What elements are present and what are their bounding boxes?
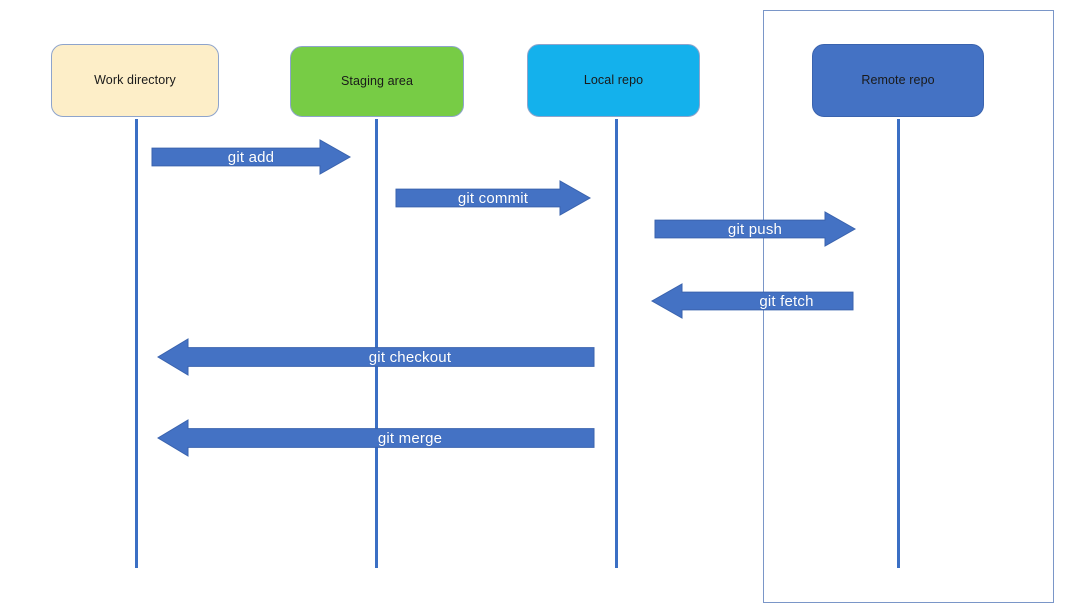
arrow-shape-rtl (157, 419, 595, 457)
node-remote-repo[interactable]: Remote repo (812, 44, 984, 117)
arrow-git-checkout[interactable]: git checkout (157, 338, 595, 376)
arrow-git-commit[interactable]: git commit (395, 180, 592, 216)
node-label: Remote repo (861, 73, 935, 87)
arrow-git-fetch[interactable]: git fetch (650, 283, 854, 319)
arrow-shape-rtl (650, 283, 854, 319)
arrow-git-merge[interactable]: git merge (157, 419, 595, 457)
lifeline-remote-repo (897, 119, 900, 568)
node-label: Local repo (583, 73, 644, 87)
node-label: Staging area (340, 74, 414, 88)
node-local-repo[interactable]: Local repo (527, 44, 700, 117)
node-staging-area[interactable]: Staging area (290, 46, 464, 117)
node-work-directory[interactable]: Work directory (51, 44, 219, 117)
lifeline-work-directory (135, 119, 138, 568)
arrow-git-add[interactable]: git add (151, 139, 352, 175)
arrow-shape-ltr (151, 139, 352, 175)
node-label: Work directory (94, 73, 176, 87)
arrow-git-push[interactable]: git push (654, 211, 857, 247)
arrow-shape-ltr (395, 180, 592, 216)
lifeline-staging-area (375, 119, 378, 568)
arrow-shape-ltr (654, 211, 857, 247)
lifeline-local-repo (615, 119, 618, 568)
arrow-shape-rtl (157, 338, 595, 376)
